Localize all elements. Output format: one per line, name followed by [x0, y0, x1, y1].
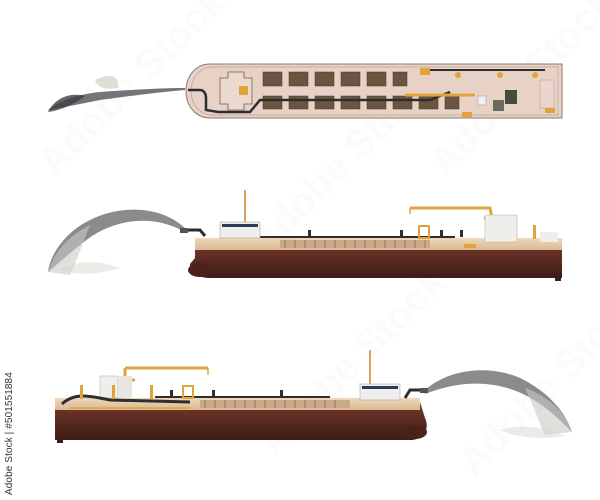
side-view-port-ship [55, 350, 572, 443]
top-view-ship [48, 63, 563, 119]
side-view-starboard-ship [48, 190, 562, 281]
stock-credit-label: Adobe Stock | #501551884 [4, 372, 15, 495]
